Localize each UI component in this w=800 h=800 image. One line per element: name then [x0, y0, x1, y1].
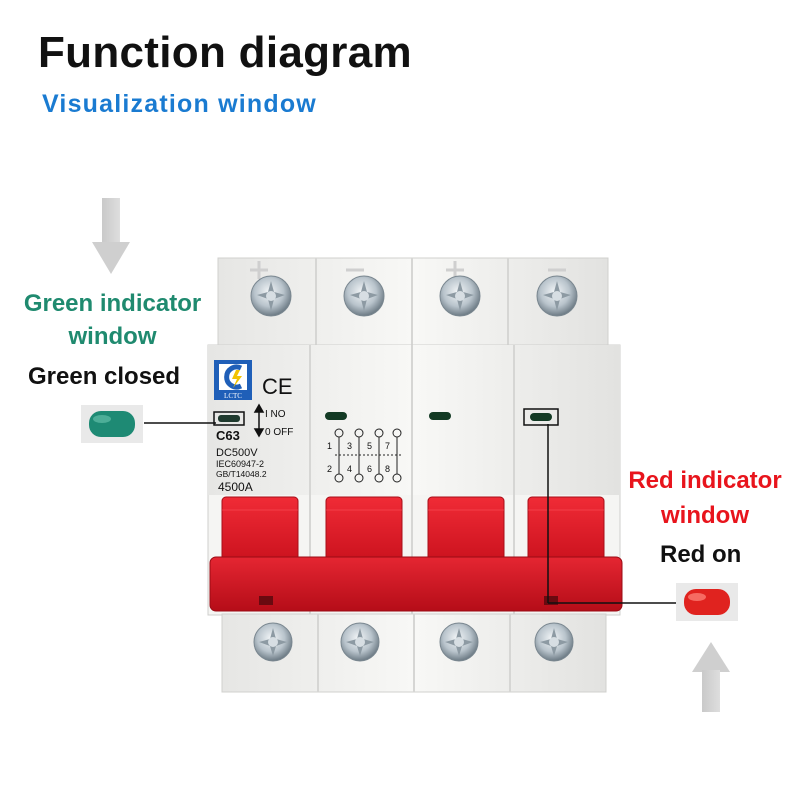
handle-tie-bar[interactable]: [209, 556, 623, 612]
voltage-label: DC500V: [216, 447, 258, 459]
polarity-marks: [250, 261, 566, 279]
terminal-1: 1: [327, 441, 332, 451]
terminal-6: 6: [367, 464, 372, 474]
terminal-5: 5: [367, 441, 372, 451]
screw-icon: [340, 622, 380, 662]
standard2-label: GB/T14048.2: [216, 469, 267, 479]
capacity-label: 4500A: [218, 480, 253, 494]
green-indicator-window: [213, 411, 245, 426]
screw-icon: [439, 622, 479, 662]
screw-icon: [250, 275, 292, 317]
red-indicator-label-line1: Red indicator: [628, 467, 782, 494]
breaker-handles: [221, 496, 605, 568]
circuit-symbol-icon: [334, 428, 403, 483]
screw-icon: [253, 622, 293, 662]
terminal-8: 8: [385, 464, 390, 474]
screw-icon: [439, 275, 481, 317]
ce-mark: CE: [262, 374, 293, 399]
screw-icon: [534, 622, 574, 662]
red-on-label: Red on: [660, 541, 742, 568]
standard1-label: IEC60947-2: [216, 459, 264, 469]
down-arrow-icon: [92, 198, 130, 274]
terminal-2: 2: [327, 464, 332, 474]
indicator-slot-2: [325, 412, 347, 420]
off-label: 0 OFF: [265, 427, 293, 438]
green-indicator-callout: [81, 405, 216, 443]
screw-icon: [536, 275, 578, 317]
red-indicator-window: [523, 408, 559, 426]
screw-icon: [343, 275, 385, 317]
lctc-logo: [214, 360, 252, 400]
red-indicator-callout: [547, 424, 738, 621]
green-closed-label: Green closed: [28, 363, 181, 390]
terminal-4: 4: [347, 464, 352, 474]
logo-text: LCTC: [224, 392, 242, 400]
on-label: I NO: [265, 409, 286, 420]
green-indicator-label-line1: Green indicator: [23, 290, 202, 317]
red-indicator-label-line2: window: [661, 502, 749, 529]
model-label: C63: [216, 428, 240, 443]
terminal-7: 7: [385, 441, 390, 451]
page-title: Function diagram: [38, 28, 412, 77]
page-subtitle: Visualization window: [42, 90, 317, 118]
indicator-slot-3: [429, 412, 451, 420]
terminal-3: 3: [347, 441, 352, 451]
green-indicator-label-line2: window: [68, 323, 157, 350]
up-arrow-icon: [692, 642, 730, 712]
on-off-arrow-icon: [253, 403, 265, 438]
